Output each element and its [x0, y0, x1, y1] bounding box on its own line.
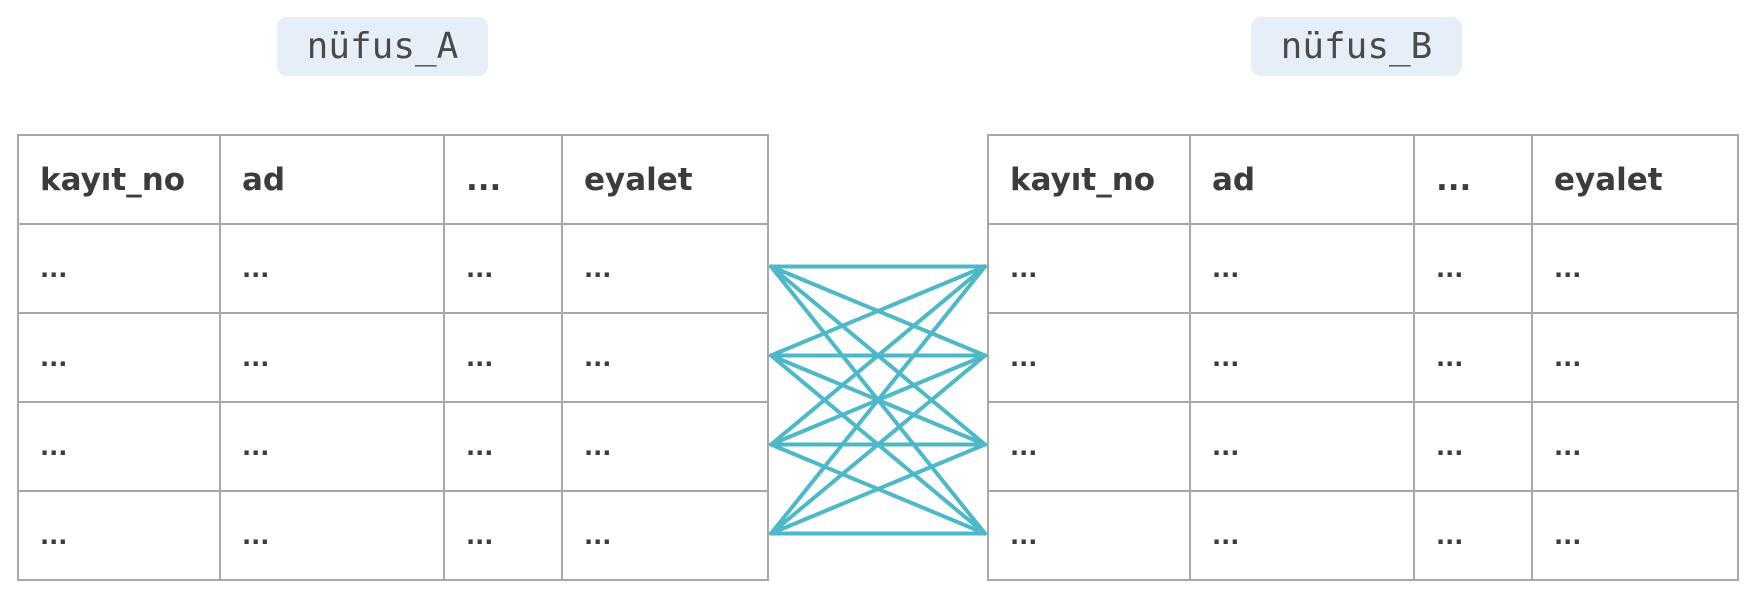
- table-b-cell: ...: [1189, 223, 1415, 314]
- row-link-3-2: [769, 442, 987, 536]
- table-b-cell: ...: [1413, 490, 1533, 581]
- table-a-cell: ...: [443, 223, 563, 314]
- table-b: kayıt_no ad ... eyalet ... ... ... ... .…: [987, 134, 1739, 581]
- table-a-row: ... ... ... ...: [17, 401, 769, 492]
- table-a-cell: ...: [219, 490, 445, 581]
- table-b-row: ... ... ... ...: [987, 490, 1739, 581]
- table-b-cell: ...: [1189, 490, 1415, 581]
- table-a-header-row: kayıt_no ad ... eyalet: [17, 134, 769, 225]
- table-a-cell: ...: [561, 223, 769, 314]
- table-a-row: ... ... ... ...: [17, 490, 769, 581]
- row-link-3-1: [769, 353, 987, 536]
- table-b-cell: ...: [1413, 401, 1533, 492]
- table-b-cell: ...: [1531, 490, 1739, 581]
- table-b-header-cell: eyalet: [1531, 134, 1739, 225]
- table-a-cell: ...: [219, 223, 445, 314]
- table-b-cell: ...: [987, 401, 1191, 492]
- table-a-cell: ...: [443, 312, 563, 403]
- table-a-cell: ...: [17, 223, 221, 314]
- table-a-cell: ...: [561, 312, 769, 403]
- table-b-cell: ...: [1189, 312, 1415, 403]
- table-a-cell: ...: [561, 401, 769, 492]
- table-a-row: ... ... ... ...: [17, 223, 769, 314]
- table-a-cell: ...: [219, 401, 445, 492]
- table-a-cell: ...: [17, 490, 221, 581]
- table-a-header-cell: ...: [443, 134, 563, 225]
- table-a-name-badge: nüfus_A: [277, 17, 488, 76]
- table-b-header-cell: kayıt_no: [987, 134, 1191, 225]
- table-b-cell: ...: [1413, 312, 1533, 403]
- table-a-cell: ...: [443, 490, 563, 581]
- table-a-header-cell: eyalet: [561, 134, 769, 225]
- table-b-cell: ...: [987, 490, 1191, 581]
- table-b-row: ... ... ... ...: [987, 401, 1739, 492]
- table-b-header-cell: ad: [1189, 134, 1415, 225]
- table-a-cell: ...: [17, 312, 221, 403]
- table-b-cell: ...: [1189, 401, 1415, 492]
- table-a-header-cell: kayıt_no: [17, 134, 221, 225]
- table-a-row: ... ... ... ...: [17, 312, 769, 403]
- table-a-cell: ...: [443, 401, 563, 492]
- table-a-header-cell: ad: [219, 134, 445, 225]
- table-a: kayıt_no ad ... eyalet ... ... ... ... .…: [17, 134, 769, 581]
- table-b-cell: ...: [1531, 223, 1739, 314]
- table-b-row: ... ... ... ...: [987, 312, 1739, 403]
- row-link-1-0: [769, 264, 987, 358]
- table-a-cell: ...: [561, 490, 769, 581]
- table-b-cell: ...: [987, 223, 1191, 314]
- table-a-cell: ...: [17, 401, 221, 492]
- table-b-row: ... ... ... ...: [987, 223, 1739, 314]
- table-b-header-cell: ...: [1413, 134, 1533, 225]
- table-b-cell: ...: [1531, 401, 1739, 492]
- table-a-cell: ...: [219, 312, 445, 403]
- table-b-cell: ...: [987, 312, 1191, 403]
- table-b-cell: ...: [1413, 223, 1533, 314]
- table-b-name-badge: nüfus_B: [1251, 17, 1462, 76]
- row-link-2-0: [769, 264, 987, 447]
- table-b-header-row: kayıt_no ad ... eyalet: [987, 134, 1739, 225]
- table-b-cell: ...: [1531, 312, 1739, 403]
- row-link-3-0: [769, 264, 987, 536]
